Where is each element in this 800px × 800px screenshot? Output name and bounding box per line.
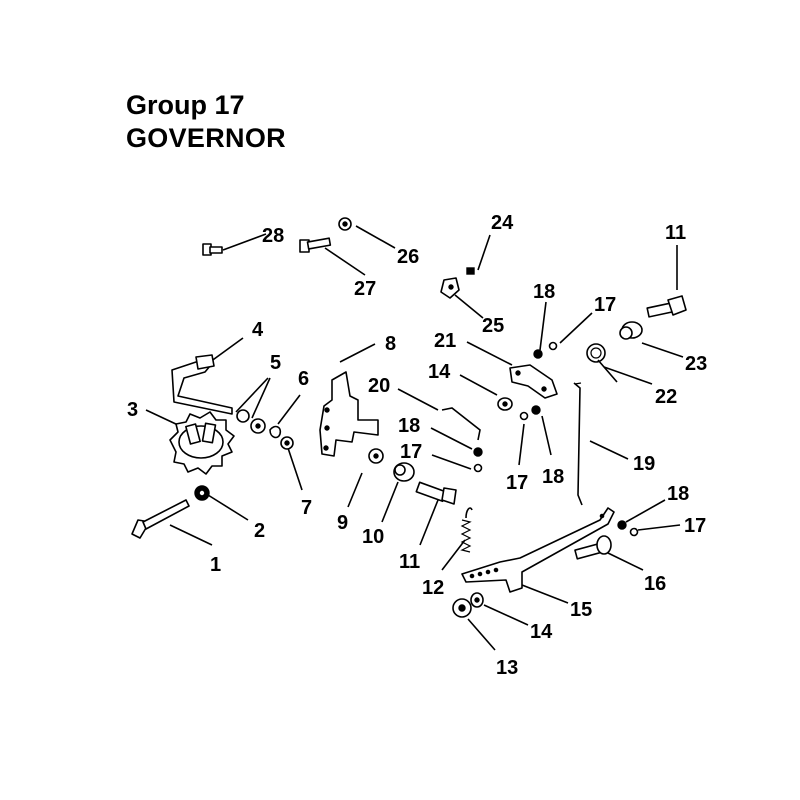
part-12-spring [460, 507, 473, 553]
callout-2: 2 [254, 520, 265, 542]
callout-18-mid: 18 [542, 466, 564, 488]
callout-17-left: 17 [400, 441, 422, 463]
callout-27: 27 [354, 278, 376, 300]
callout-18-right: 18 [667, 483, 689, 505]
part-18-nut-top [533, 349, 543, 359]
part-11-bolt-mid [415, 481, 457, 505]
callout-23: 23 [685, 353, 707, 375]
part-6-clip [269, 425, 282, 439]
part-5-washers [236, 409, 266, 434]
part-8-bracket [319, 371, 379, 457]
part-14-washer-lower [470, 592, 484, 608]
part-25-clip [440, 277, 460, 299]
callout-7: 7 [301, 497, 312, 519]
callout-8: 8 [385, 333, 396, 355]
part-14-washer-upper [497, 397, 513, 411]
callout-26: 26 [397, 246, 419, 268]
callout-19: 19 [633, 453, 655, 475]
callout-20: 20 [368, 375, 390, 397]
section-title: GOVERNOR [126, 123, 286, 153]
part-9-nut [368, 448, 384, 464]
part-19-governor-rod [573, 382, 583, 506]
part-4-lever-shaft [171, 354, 233, 415]
part-18-nut-mid [531, 405, 541, 415]
callout-21: 21 [434, 330, 456, 352]
callout-10: 10 [362, 526, 384, 548]
part-18-nut-left [473, 447, 483, 457]
part-24-screw [466, 267, 475, 275]
part-13-nut [452, 598, 472, 618]
callout-14-lower: 14 [530, 621, 553, 643]
part-11-bolt-top [646, 295, 687, 318]
part-27-bolt [299, 237, 332, 253]
callout-28: 28 [262, 225, 284, 247]
callout-17-right: 17 [684, 515, 706, 537]
part-17-washer-top [548, 341, 558, 351]
part-26-nut [338, 217, 352, 231]
part-17-washer-right [629, 527, 639, 537]
part-23-bushing [619, 321, 643, 340]
callout-5: 5 [270, 352, 281, 374]
callout-3: 3 [127, 399, 138, 421]
callout-25: 25 [482, 315, 504, 337]
callout-17-mid: 17 [506, 472, 528, 494]
callout-18-left: 18 [398, 415, 420, 437]
callout-22: 22 [655, 386, 677, 408]
callout-14-upper: 14 [428, 361, 451, 383]
callout-6: 6 [298, 368, 309, 390]
callout-15: 15 [570, 599, 592, 621]
callout-17-top: 17 [594, 294, 616, 316]
part-3-governor-gear [169, 411, 235, 475]
callout-labels: 1 2 3 4 5 6 7 8 9 10 11 11 12 13 14 14 1… [127, 212, 707, 679]
part-16-pin [574, 535, 612, 560]
callout-11-mid: 11 [399, 551, 420, 573]
callout-18-top: 18 [533, 281, 555, 303]
part-28-screw [202, 243, 223, 256]
callout-9: 9 [337, 512, 348, 534]
callout-4: 4 [252, 319, 264, 341]
part-2-nut [194, 485, 210, 501]
part-21-bracket [509, 364, 558, 399]
part-22-spring [586, 343, 618, 383]
callout-1: 1 [210, 554, 221, 576]
leader-lines [145, 225, 684, 651]
callout-11-top: 11 [665, 222, 686, 244]
part-17-washer-mid [519, 411, 529, 421]
callout-13: 13 [496, 657, 518, 679]
part-1-bolt [131, 499, 190, 539]
callout-24: 24 [491, 212, 514, 234]
callout-16: 16 [644, 573, 666, 595]
part-17-washer-left [473, 463, 483, 473]
part-7-nut [280, 436, 294, 450]
part-10-spacer [393, 462, 415, 482]
group-title: Group 17 [126, 90, 245, 120]
part-15-governor-arm [461, 507, 615, 593]
part-20-link-rod [441, 407, 481, 441]
part-18-nut-right [617, 520, 627, 530]
callout-12: 12 [422, 577, 444, 599]
